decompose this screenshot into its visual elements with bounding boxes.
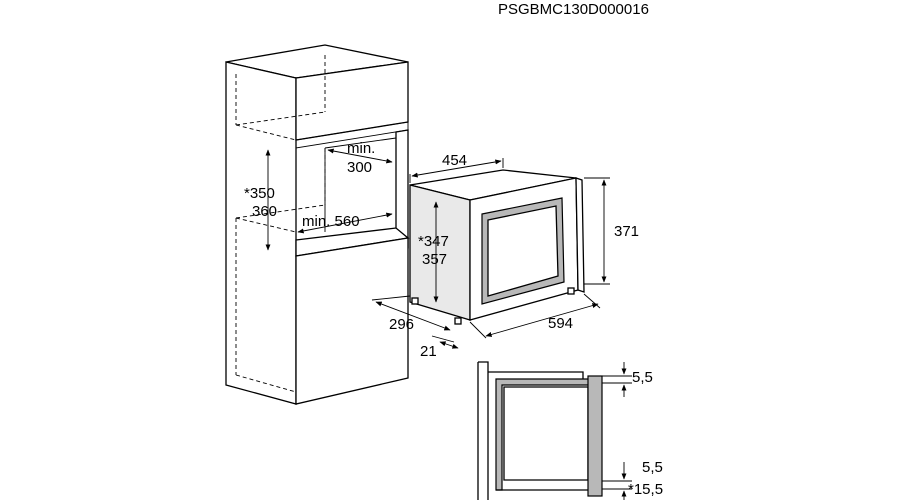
appliance-depth-label: 454 — [442, 152, 467, 169]
appliance-width-label: 594 — [548, 315, 573, 332]
top-gap-label: 5,5 — [632, 369, 653, 386]
niche-height-label-value: 360 — [252, 203, 277, 220]
front-height-label-alt: *347 — [418, 233, 449, 250]
side-depth-label: 296 — [389, 316, 414, 333]
front-offset-label: 21 — [420, 343, 437, 360]
cabinet-drawing — [225, 44, 410, 405]
niche-depth-label-value: 300 — [347, 159, 372, 176]
appliance-height-label: 371 — [614, 223, 639, 240]
bottom-alt-label: *15,5 — [628, 481, 663, 498]
section-detail-drawing — [477, 361, 632, 500]
appliance-drawing — [371, 158, 610, 349]
front-height-label-value: 357 — [422, 251, 447, 268]
niche-depth-label-min: min. — [347, 140, 375, 157]
document-code: PSGBMC130D000016 — [498, 1, 649, 18]
niche-height-label-alt: *350 — [244, 185, 275, 202]
niche-width-label: min. 560 — [302, 213, 360, 230]
bottom-gap-label: 5,5 — [642, 459, 663, 476]
